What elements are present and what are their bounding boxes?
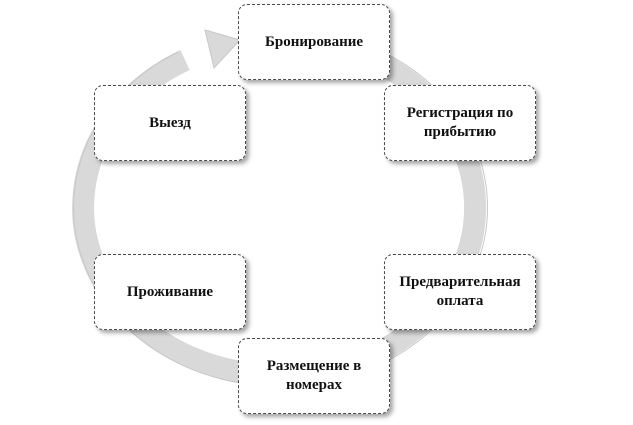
node-booking: Бронирование — [238, 4, 390, 80]
node-room-allocation-label: Размещение в номерах — [266, 358, 362, 393]
arrow-icon — [204, 29, 241, 70]
node-stay-label: Проживание — [126, 283, 214, 300]
node-checkout-label: Выезд — [149, 114, 191, 131]
node-stay: Проживание — [94, 254, 246, 330]
node-prepayment-label: Предварительная оплата — [399, 274, 521, 309]
node-checkin: Регистрация по прибытию — [384, 85, 536, 161]
node-checkin-label: Регистрация по прибытию — [406, 105, 514, 140]
node-prepayment: Предварительная оплата — [384, 254, 536, 330]
node-room-allocation: Размещение в номерах — [238, 338, 390, 414]
node-checkout: Выезд — [94, 85, 246, 161]
node-booking-label: Бронирование — [264, 33, 364, 50]
